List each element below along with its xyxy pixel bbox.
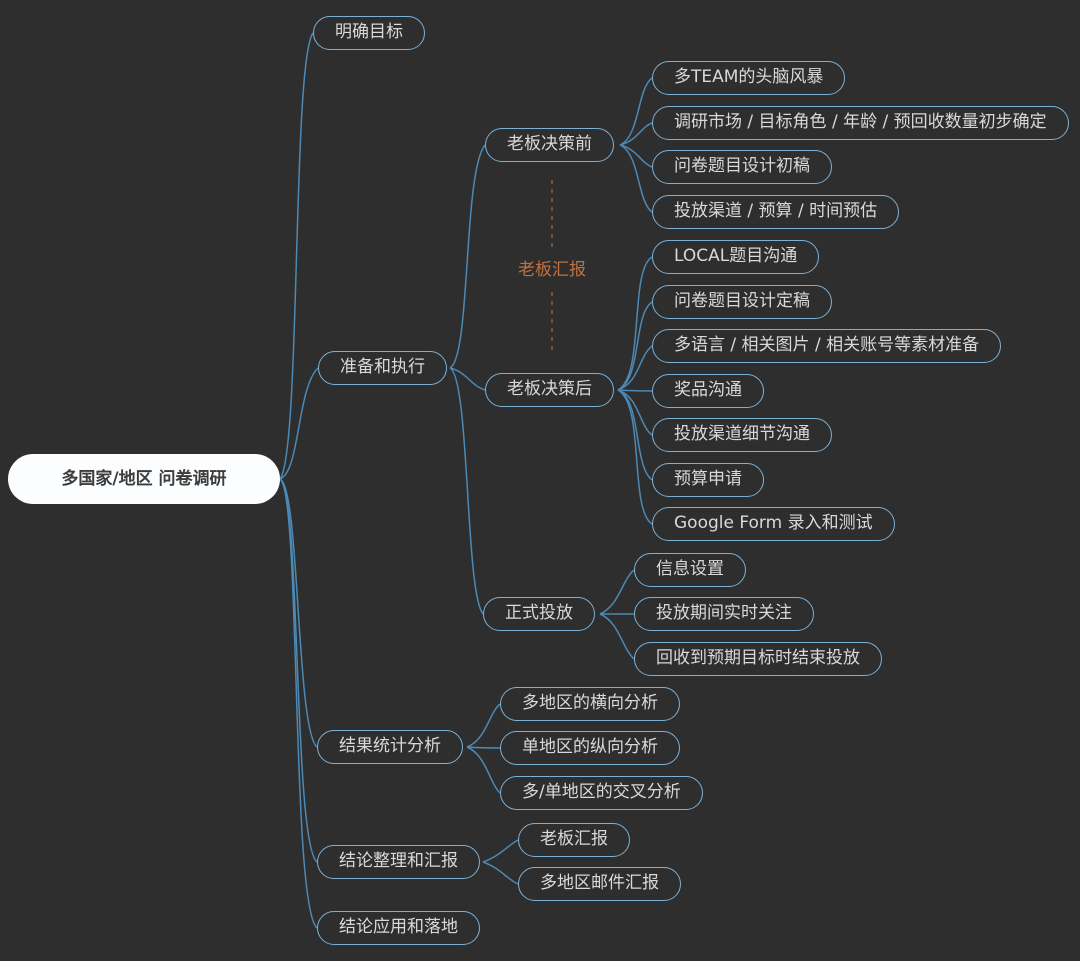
connector-after-1	[617, 256, 653, 391]
connector-after-4	[617, 389, 653, 392]
branch-prepare-and-execute[interactable]: 准备和执行	[318, 351, 447, 385]
connector-analysis-2	[466, 746, 501, 749]
leaf-multi-region-email-report[interactable]: 多地区邮件汇报	[518, 867, 681, 901]
leaf-questionnaire-draft[interactable]: 问卷题目设计初稿	[652, 150, 832, 184]
branch-conclusion-application[interactable]: 结论应用和落地	[317, 911, 480, 945]
connector-report-1	[482, 839, 519, 863]
leaf-info-setting[interactable]: 信息设置	[634, 553, 746, 587]
connector-before-4	[619, 144, 653, 213]
connector-report-2	[482, 861, 519, 885]
connector-root-analysis	[279, 478, 318, 748]
connector-launch-1	[599, 569, 635, 615]
leaf-multi-team-brainstorm[interactable]: 多TEAM的头脑风暴	[652, 61, 846, 95]
branch-define-goal[interactable]: 明确目标	[313, 16, 425, 50]
node-before-boss-decision[interactable]: 老板决策前	[485, 128, 614, 162]
connector-before-3	[619, 144, 653, 168]
leaf-google-form-entry-test[interactable]: Google Form 录入和测试	[652, 507, 895, 541]
node-official-launch[interactable]: 正式投放	[483, 597, 595, 631]
connector-after-7	[617, 389, 653, 525]
connector-root-apply	[279, 478, 318, 929]
connector-prepare-before	[449, 144, 486, 369]
leaf-cross-analysis[interactable]: 多/单地区的交叉分析	[500, 776, 703, 810]
leaf-end-launch-on-target[interactable]: 回收到预期目标时结束投放	[634, 642, 882, 676]
leaf-single-region-vertical-analysis[interactable]: 单地区的纵向分析	[500, 731, 680, 765]
connector-before-2	[619, 122, 653, 146]
connector-analysis-1	[466, 703, 501, 748]
connector-analysis-3	[466, 746, 501, 794]
connector-root-prepare	[279, 367, 319, 480]
connector-after-5	[617, 389, 653, 436]
leaf-boss-report[interactable]: 老板汇报	[518, 823, 630, 857]
connector-after-3	[617, 345, 653, 391]
connector-root-define-goal	[279, 32, 314, 480]
annotation-boss-report[interactable]: 老板汇报	[518, 260, 586, 280]
leaf-budget-application[interactable]: 预算申请	[652, 463, 764, 497]
leaf-channel-budget-time-estimate[interactable]: 投放渠道 / 预算 / 时间预估	[652, 195, 900, 229]
leaf-channel-detail-communication[interactable]: 投放渠道细节沟通	[652, 418, 832, 452]
connector-prepare-after	[449, 367, 486, 391]
connector-before-1	[619, 77, 653, 146]
leaf-questionnaire-final[interactable]: 问卷题目设计定稿	[652, 285, 832, 319]
branch-result-analysis[interactable]: 结果统计分析	[317, 730, 463, 764]
leaf-prize-communication[interactable]: 奖品沟通	[652, 374, 764, 408]
connector-root-report	[279, 478, 318, 863]
leaf-market-target-age-quota[interactable]: 调研市场 / 目标角色 / 年龄 / 预回收数量初步确定	[652, 106, 1069, 140]
leaf-local-topic-communication[interactable]: LOCAL题目沟通	[652, 240, 820, 274]
connector-launch-3	[599, 613, 635, 660]
node-after-boss-decision[interactable]: 老板决策后	[485, 373, 614, 407]
connector-prepare-launch	[449, 367, 484, 615]
branch-conclusion-report[interactable]: 结论整理和汇报	[317, 845, 480, 879]
root-node[interactable]: 多国家/地区 问卷调研	[8, 454, 280, 504]
leaf-launch-monitoring[interactable]: 投放期间实时关注	[634, 597, 814, 631]
leaf-multi-region-horizontal-analysis[interactable]: 多地区的横向分析	[500, 687, 680, 721]
leaf-multilingual-assets[interactable]: 多语言 / 相关图片 / 相关账号等素材准备	[652, 329, 1002, 363]
connector-after-2	[617, 301, 653, 391]
